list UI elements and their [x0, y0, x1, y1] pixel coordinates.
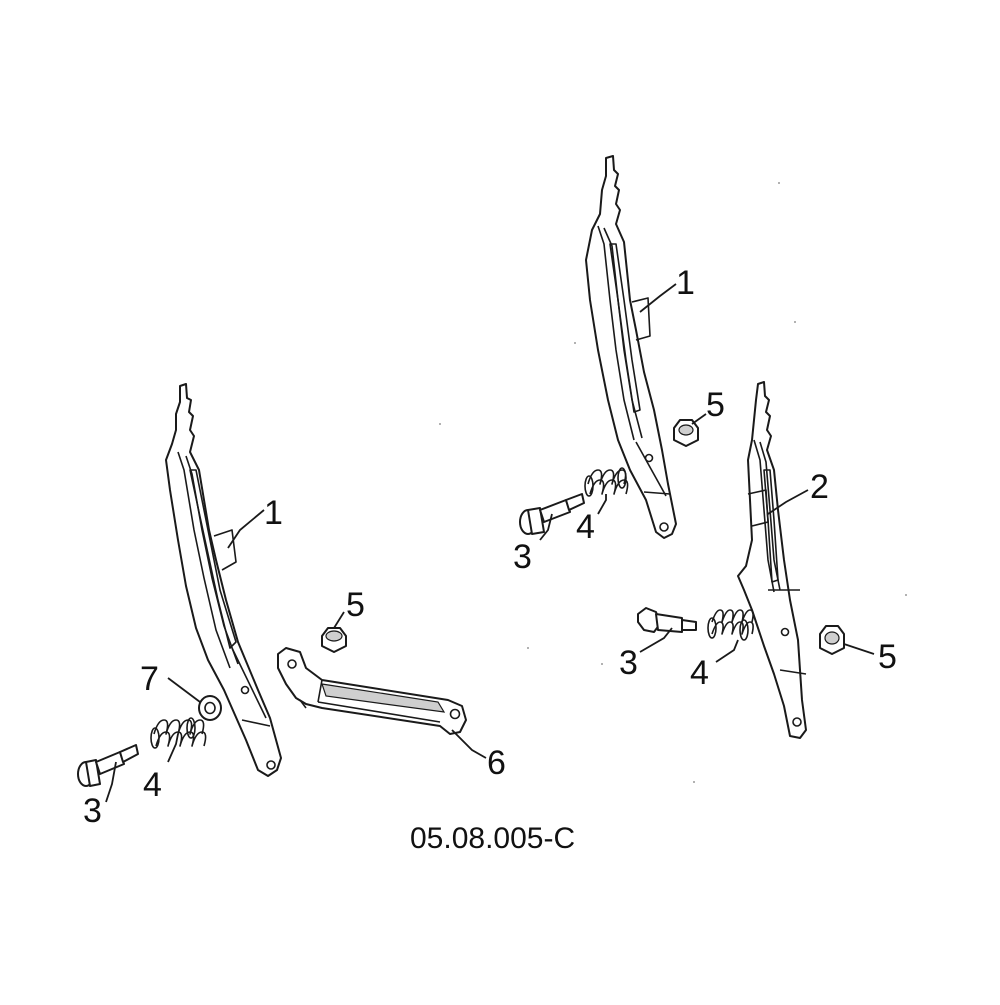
leader-right-1 — [639, 283, 677, 313]
leader-right-3-bottom — [639, 627, 673, 653]
right-nut-part-5-top — [673, 419, 699, 447]
left-washer-part-7 — [198, 695, 222, 721]
right-bolt-part-3-bottom — [637, 607, 697, 633]
callout-left-5: 5 — [346, 586, 365, 624]
callout-right-5-top: 5 — [706, 386, 725, 424]
scan-specks — [439, 182, 907, 783]
right-bolt-part-3-top — [519, 493, 585, 535]
left-link-part-6 — [277, 647, 467, 735]
callout-labels: 1 7 4 3 5 6 1 5 4 3 2 3 4 5 — [83, 264, 897, 830]
callout-left-3: 3 — [83, 792, 102, 830]
leader-left-6 — [451, 729, 487, 759]
callout-right-4-bottom: 4 — [690, 654, 709, 692]
leader-right-3-top — [539, 513, 553, 541]
left-nut-part-5 — [321, 627, 347, 653]
leader-left-4 — [167, 733, 179, 763]
callout-right-2: 2 — [810, 468, 829, 506]
callout-left-4: 4 — [143, 766, 162, 804]
callout-right-1: 1 — [676, 264, 695, 302]
callout-left-1: 1 — [264, 494, 283, 532]
right-nut-part-5-bottom — [819, 625, 845, 655]
left-bracket-part-1 — [165, 383, 282, 777]
right-bracket-part-2 — [737, 381, 807, 739]
drawing-code: 05.08.005-C — [410, 822, 575, 855]
callout-left-7: 7 — [140, 660, 159, 698]
leader-left-5 — [333, 611, 345, 629]
callout-right-4-top: 4 — [576, 508, 595, 546]
leader-right-4-bottom — [715, 639, 739, 663]
leader-left-1 — [227, 509, 265, 549]
callout-left-6: 6 — [487, 744, 506, 782]
left-spring-part-4 — [150, 717, 207, 749]
leader-right-5-top — [691, 413, 707, 425]
leader-lines — [105, 283, 875, 803]
callout-right-5-bottom: 5 — [878, 638, 897, 676]
right-spring-part-4-top — [584, 467, 629, 497]
leader-left-7 — [167, 677, 201, 703]
left-bolt-part-3 — [77, 744, 139, 787]
leader-left-3 — [105, 761, 117, 803]
callout-right-3-top: 3 — [513, 538, 532, 576]
right-spring-part-4-bottom — [707, 609, 754, 641]
leader-right-5-bottom — [843, 643, 875, 655]
callout-right-3-bottom: 3 — [619, 644, 638, 682]
right-bracket-part-1 — [585, 155, 677, 539]
leader-right-4-top — [597, 494, 607, 515]
leader-right-2 — [767, 489, 809, 515]
